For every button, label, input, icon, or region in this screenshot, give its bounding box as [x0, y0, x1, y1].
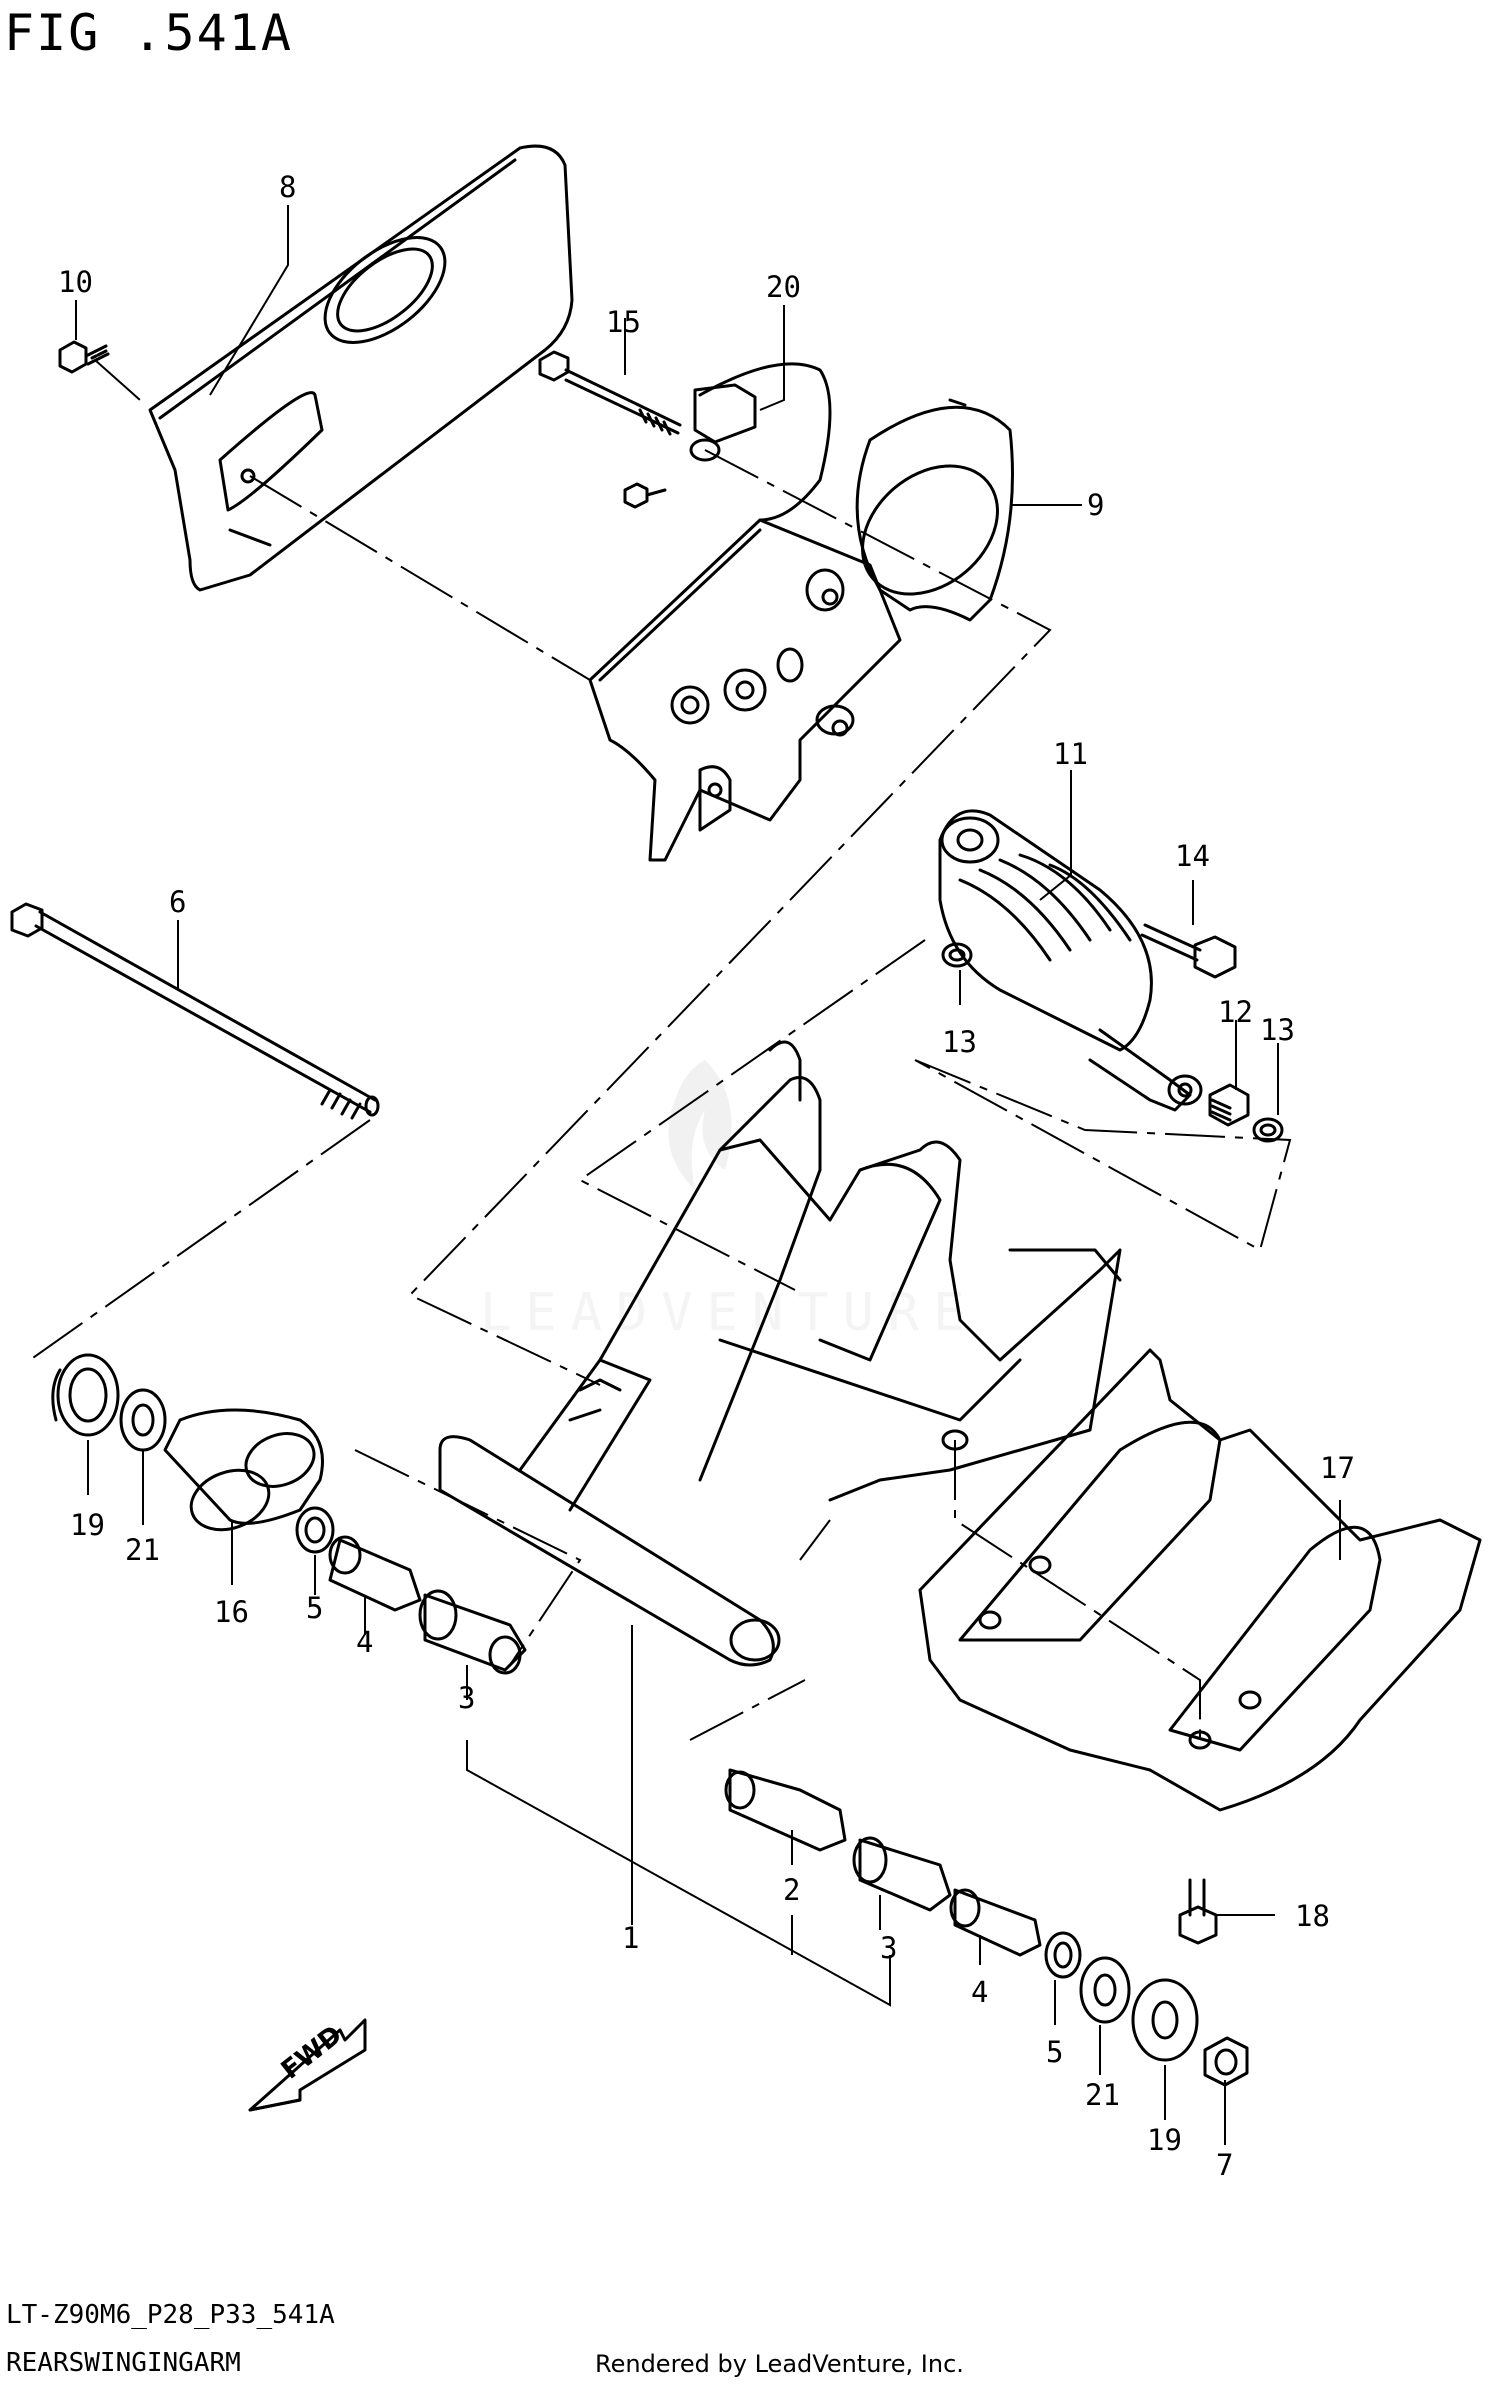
pivot-shaft-6-part — [10, 902, 380, 1120]
collar-2-part — [724, 1768, 847, 1852]
washer-13-upper-part — [941, 942, 973, 968]
callout-1: 1 — [622, 1921, 639, 1955]
bolt-18-part — [1178, 1878, 1218, 1945]
skid-plate-17-part — [918, 1348, 1482, 1812]
callout-19-right: 19 — [1147, 2123, 1182, 2157]
chain-guard-bracket-part — [588, 518, 902, 862]
callout-5-left: 5 — [306, 1591, 323, 1625]
oil-seal-19-right-part — [1131, 1978, 1199, 2062]
callout-4-right: 4 — [971, 1975, 988, 2009]
callout-4-left: 4 — [356, 1625, 373, 1659]
callout-14: 14 — [1175, 839, 1210, 873]
callout-17: 17 — [1320, 1451, 1355, 1485]
callout-7: 7 — [1216, 2148, 1233, 2182]
callout-13-right: 13 — [1260, 1013, 1295, 1047]
callout-10: 10 — [58, 265, 93, 299]
shock-absorber-11-part — [938, 809, 1203, 1112]
callout-12: 12 — [1218, 995, 1253, 1029]
washer-13-lower-part — [1252, 1117, 1284, 1143]
washer-21-right-part — [1079, 1956, 1131, 2024]
chain-cover-upper-part — [148, 144, 574, 592]
callout-11: 11 — [1053, 737, 1088, 771]
bolt-10-part — [58, 340, 110, 374]
dust-seal-5-left-part — [295, 1506, 335, 1554]
bushing-3-right-part — [852, 1836, 952, 1912]
callout-21-left: 21 — [125, 1533, 160, 1567]
bolt-15-part — [538, 350, 682, 436]
callout-16: 16 — [214, 1595, 249, 1629]
watermark-text: LEADVENTURE — [480, 1283, 978, 1343]
bolt-14-part — [1140, 923, 1237, 979]
callout-15: 15 — [606, 305, 641, 339]
bushing-4-left-part — [328, 1535, 422, 1612]
credit-label: Rendered by LeadVenture, Inc. — [595, 2350, 964, 2378]
callout-3-right: 3 — [880, 1931, 897, 1965]
clip-20-part — [689, 362, 832, 522]
callout-21-right: 21 — [1085, 2078, 1120, 2112]
figure-title: FIG .541A — [4, 4, 293, 62]
callout-2: 2 — [783, 1873, 800, 1907]
callout-6: 6 — [169, 885, 186, 919]
collar-12-part — [1208, 1083, 1250, 1127]
callout-18: 18 — [1295, 1899, 1330, 1933]
callout-9: 9 — [1087, 488, 1104, 522]
model-code-label: LT-Z90M6_P28_P33_541A — [6, 2300, 335, 2330]
watermark-logo: LEADVENTURE — [480, 1060, 978, 1343]
callout-20: 20 — [766, 270, 801, 304]
sprocket-guard-9-part — [855, 398, 1014, 622]
dust-seal-5-right-part — [1044, 1931, 1082, 1979]
callout-13-upper: 13 — [942, 1025, 977, 1059]
chain-adjuster-16-part — [163, 1408, 324, 1532]
screw-part — [623, 482, 667, 509]
callout-5-right: 5 — [1046, 2035, 1063, 2069]
callout-3-left: 3 — [458, 1681, 475, 1715]
bushing-3-left-part — [418, 1589, 527, 1675]
washer-21-left-part — [119, 1388, 167, 1452]
nut-7-part — [1203, 2036, 1249, 2087]
bushing-4-right-part — [949, 1888, 1042, 1957]
callout-numbers: 1 2 3 3 4 4 5 5 6 7 8 9 10 11 12 13 13 1… — [58, 170, 1355, 2182]
oil-seal-19-left-part — [51, 1353, 120, 1437]
swing-arm-1-part — [438, 1040, 1122, 1667]
callout-8: 8 — [279, 170, 296, 204]
callout-19-left: 19 — [70, 1508, 105, 1542]
fwd-arrow-icon — [248, 2018, 367, 2112]
leader-lines — [75, 205, 1341, 2145]
assembly-lines — [29, 359, 1292, 1741]
section-name-label: REARSWINGINGARM — [6, 2348, 241, 2378]
